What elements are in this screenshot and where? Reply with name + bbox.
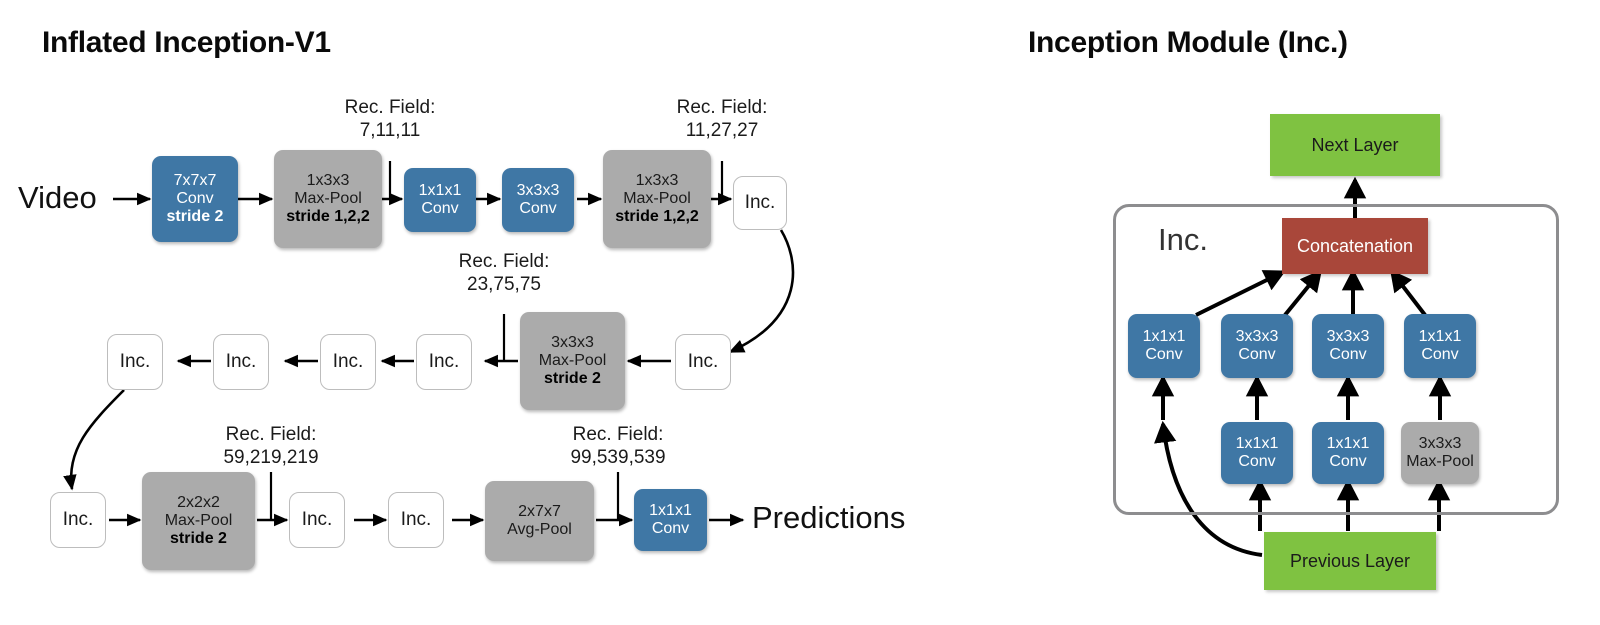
rec-field-1-value: 7,11,11 <box>359 120 421 142</box>
node-line-1: Inc. <box>62 509 94 531</box>
rec-field-2-value: 11,27,27 <box>685 120 759 142</box>
node-inc-5[interactable]: Inc. <box>213 334 269 390</box>
node-line-1: 3x3x3 <box>551 334 594 352</box>
node-maxpool-3x3x3[interactable]: 3x3x3 Max-Pool stride 2 <box>520 312 625 410</box>
node-conv-3x3x3[interactable]: 3x3x3 Conv <box>502 168 574 232</box>
node-inc-9[interactable]: Inc. <box>388 492 444 548</box>
node-line-1: Inc. <box>332 351 364 373</box>
node-maxpool-2x2x2[interactable]: 2x2x2 Max-Pool stride 2 <box>142 472 255 570</box>
node-line-2: Conv <box>421 200 459 217</box>
inception-module-container <box>1113 204 1559 515</box>
rec-field-2-label: Rec. Field: <box>676 97 768 118</box>
input-label: Video <box>18 180 97 215</box>
node-line-3: stride 2 <box>166 207 224 225</box>
node-conv-1x1x1-a[interactable]: 1x1x1 Conv <box>404 168 476 232</box>
node-maxpool-1x3x3-b[interactable]: 1x3x3 Max-Pool stride 1,2,2 <box>603 150 711 248</box>
node-line-1: 1x1x1 <box>1235 435 1279 453</box>
node-branch1-conv-1x1x1[interactable]: 1x1x1 Conv <box>1128 314 1200 378</box>
node-line-2: Conv <box>651 520 690 537</box>
node-branch3-conv-1x1x1[interactable]: 1x1x1 Conv <box>1312 422 1384 484</box>
node-line-2: Conv <box>176 190 214 208</box>
node-inc-1[interactable]: Inc. <box>733 176 787 230</box>
node-inc-7[interactable]: Inc. <box>50 492 106 548</box>
node-line-1: 1x1x1 <box>649 502 692 520</box>
node-line-1: Previous Layer <box>1289 550 1411 571</box>
node-branch2-conv-1x1x1[interactable]: 1x1x1 Conv <box>1221 422 1293 484</box>
node-line-1: 3x3x3 <box>516 182 560 200</box>
node-line-1: 7x7x7 <box>173 172 217 190</box>
node-branch4-conv-1x1x1[interactable]: 1x1x1 Conv <box>1404 314 1476 378</box>
output-label: Predictions <box>752 500 906 535</box>
node-line-2: Conv <box>1145 346 1183 363</box>
node-branch4-maxpool-3x3x3[interactable]: 3x3x3 Max-Pool <box>1401 422 1479 484</box>
node-line-3: stride 1,2,2 <box>286 207 370 225</box>
node-line-1: Concatenation <box>1296 235 1414 256</box>
node-line-2: Max-Pool <box>294 190 362 208</box>
node-branch3-conv-3x3x3[interactable]: 3x3x3 Conv <box>1312 314 1384 378</box>
node-line-2: Conv <box>519 200 557 217</box>
node-line-1: 1x1x1 <box>1326 435 1370 453</box>
node-line-1: Inc. <box>301 509 333 531</box>
node-inc-8[interactable]: Inc. <box>289 492 345 548</box>
node-line-1: Inc. <box>400 509 432 531</box>
page-title-left: Inflated Inception-V1 <box>42 26 331 59</box>
node-line-3: stride 1,2,2 <box>615 207 699 225</box>
node-line-1: 3x3x3 <box>1235 328 1279 346</box>
rec-field-4-label: Rec. Field: <box>225 424 317 445</box>
node-line-2: Conv <box>1238 346 1276 363</box>
rec-field-5-value: 99,539,539 <box>570 447 666 469</box>
node-line-1: 2x7x7 <box>518 503 561 521</box>
node-line-1: Next Layer <box>1311 134 1399 155</box>
rec-field-3-label: Rec. Field: <box>458 251 550 272</box>
node-line-1: Inc. <box>744 192 776 214</box>
node-maxpool-1x3x3-a[interactable]: 1x3x3 Max-Pool stride 1,2,2 <box>274 150 382 248</box>
inception-module-caption: Inc. <box>1158 222 1208 257</box>
node-line-1: 3x3x3 <box>1326 328 1370 346</box>
node-line-2: Avg-Pool <box>507 521 572 538</box>
node-avgpool-2x7x7[interactable]: 2x7x7 Avg-Pool <box>485 481 594 561</box>
node-line-3: stride 2 <box>170 529 227 547</box>
rec-field-4: Rec. Field: 59,219,219 <box>186 423 356 469</box>
node-concatenation[interactable]: Concatenation <box>1282 218 1428 274</box>
rec-field-1: Rec. Field: 7,11,11 <box>310 96 470 142</box>
node-inc-6[interactable]: Inc. <box>107 334 163 390</box>
node-line-1: 1x3x3 <box>635 172 679 190</box>
rec-field-3: Rec. Field: 23,75,75 <box>424 250 584 296</box>
node-line-2: Max-Pool <box>538 352 607 370</box>
rec-field-1-label: Rec. Field: <box>344 97 436 118</box>
node-line-1: 1x1x1 <box>418 182 462 200</box>
node-line-3: stride 2 <box>544 369 601 387</box>
node-inc-4[interactable]: Inc. <box>320 334 376 390</box>
node-line-2: Max-Pool <box>1406 453 1474 470</box>
node-line-1: Inc. <box>225 351 257 373</box>
node-next-layer[interactable]: Next Layer <box>1270 114 1440 176</box>
node-line-1: Inc. <box>687 351 719 373</box>
node-previous-layer[interactable]: Previous Layer <box>1264 532 1436 590</box>
rec-field-4-value: 59,219,219 <box>223 447 319 469</box>
node-line-1: 2x2x2 <box>177 494 220 512</box>
page-title-right: Inception Module (Inc.) <box>1028 26 1348 59</box>
node-line-1: Inc. <box>428 351 460 373</box>
node-line-1: 3x3x3 <box>1418 435 1462 453</box>
node-line-2: Max-Pool <box>164 512 233 530</box>
node-line-1: 1x1x1 <box>1418 328 1462 346</box>
rec-field-3-value: 23,75,75 <box>467 274 541 296</box>
node-conv-7x7x7[interactable]: 7x7x7 Conv stride 2 <box>152 156 238 242</box>
node-inc-2[interactable]: Inc. <box>675 334 731 390</box>
rec-field-5: Rec. Field: 99,539,539 <box>533 423 703 469</box>
rec-field-5-label: Rec. Field: <box>572 424 664 445</box>
node-line-2: Conv <box>1329 453 1367 470</box>
node-line-1: Inc. <box>119 351 151 373</box>
node-line-1: 1x3x3 <box>306 172 350 190</box>
rec-field-2: Rec. Field: 11,27,27 <box>642 96 802 142</box>
node-inc-3[interactable]: Inc. <box>416 334 472 390</box>
node-conv-1x1x1-b[interactable]: 1x1x1 Conv <box>634 489 707 551</box>
node-line-2: Conv <box>1421 346 1459 363</box>
node-line-2: Max-Pool <box>623 190 691 208</box>
node-line-1: 1x1x1 <box>1142 328 1186 346</box>
node-line-2: Conv <box>1238 453 1276 470</box>
node-branch2-conv-3x3x3[interactable]: 3x3x3 Conv <box>1221 314 1293 378</box>
node-line-2: Conv <box>1329 346 1367 363</box>
